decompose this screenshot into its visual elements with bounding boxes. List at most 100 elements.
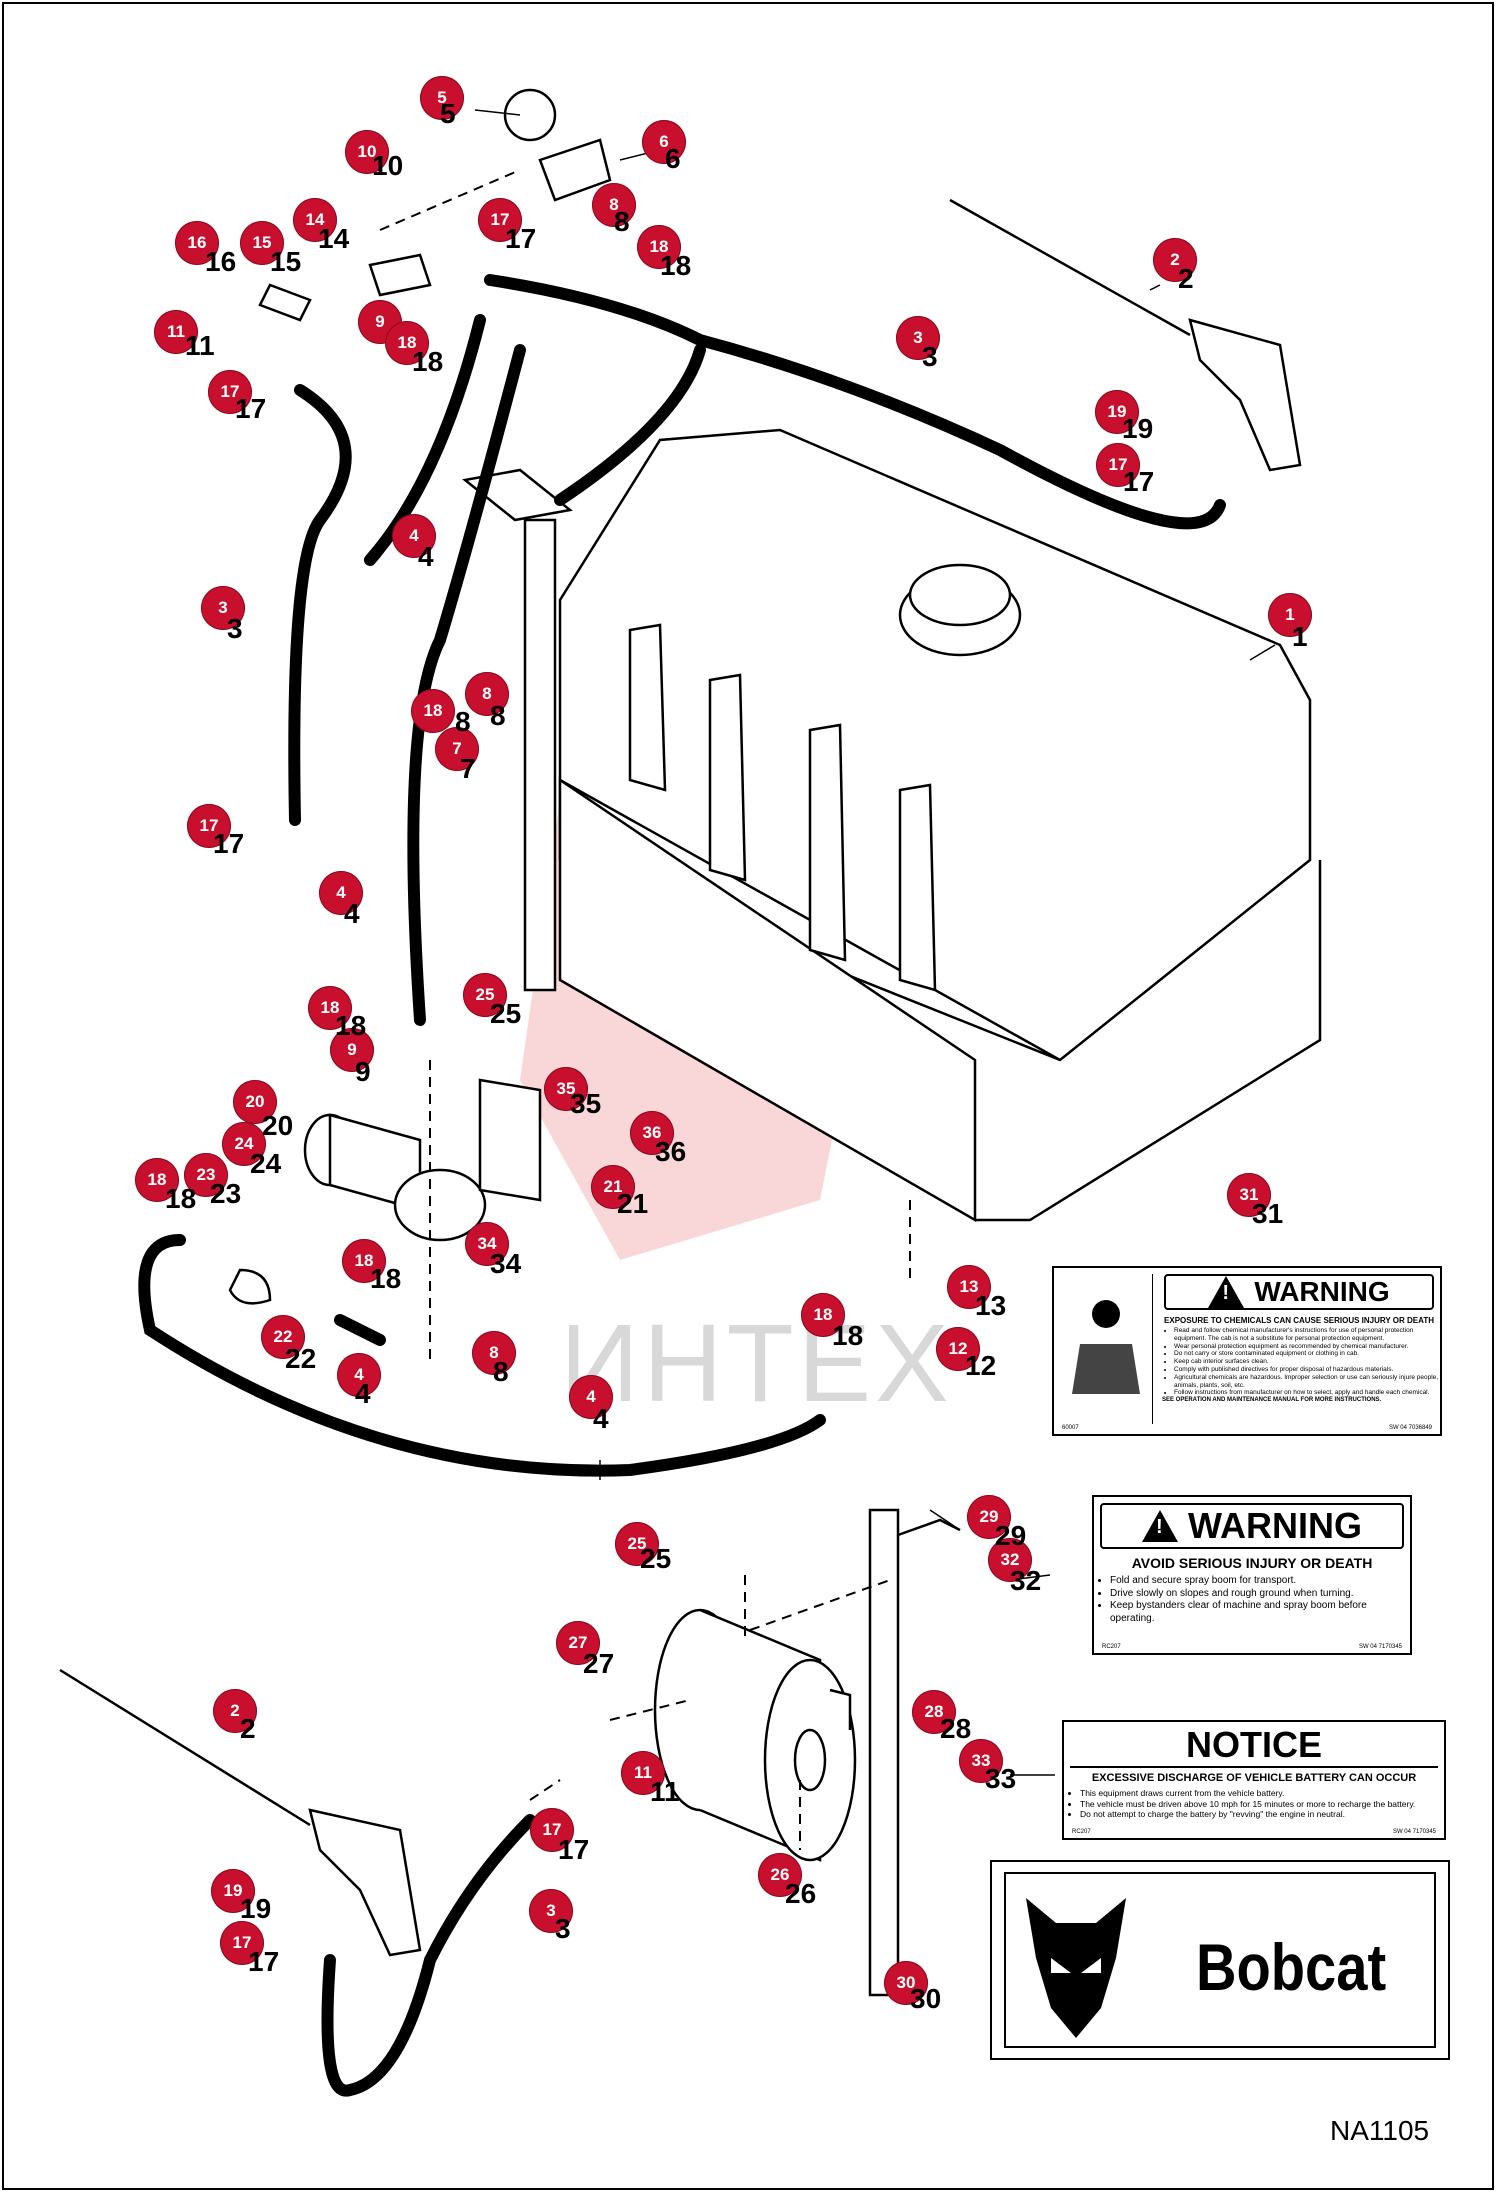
callout-17[interactable]: 17 bbox=[478, 198, 522, 242]
callout-3[interactable]: 3 bbox=[896, 316, 940, 360]
callout-17[interactable]: 17 bbox=[530, 1808, 574, 1852]
decal-32-header-box: WARNING bbox=[1100, 1503, 1404, 1549]
callout-4[interactable]: 4 bbox=[392, 514, 436, 558]
callout-25[interactable]: 25 bbox=[463, 973, 507, 1017]
callout-17[interactable]: 17 bbox=[1096, 443, 1140, 487]
callout-9[interactable]: 9 bbox=[330, 1028, 374, 1072]
callout-8[interactable]: 8 bbox=[472, 1331, 516, 1375]
callout-10[interactable]: 10 bbox=[345, 130, 389, 174]
decal-33-battery-notice: NOTICE EXCESSIVE DISCHARGE OF VEHICLE BA… bbox=[1062, 1720, 1446, 1840]
callout-21[interactable]: 21 bbox=[591, 1165, 635, 1209]
part-number-17: 17 bbox=[235, 393, 267, 424]
hose-reel bbox=[653, 1608, 857, 1862]
callout-17[interactable]: 17 bbox=[187, 804, 231, 848]
decal-30-bobcat-logo: Bobcat bbox=[990, 1860, 1450, 2060]
part-number-18: 18 bbox=[412, 346, 444, 377]
decal-32-item: Keep bystanders clear of machine and spr… bbox=[1110, 1600, 1410, 1625]
callout-3[interactable]: 3 bbox=[529, 1889, 573, 1933]
part-number-6: 6 bbox=[665, 143, 681, 174]
callout-15[interactable]: 15 bbox=[240, 221, 284, 265]
callout-4[interactable]: 4 bbox=[569, 1375, 613, 1419]
callout-2[interactable]: 2 bbox=[1153, 238, 1197, 282]
part-number-19: 19 bbox=[1122, 413, 1154, 444]
callout-5[interactable]: 5 bbox=[420, 76, 464, 120]
callout-32[interactable]: 32 bbox=[988, 1538, 1032, 1582]
callout-28[interactable]: 28 bbox=[912, 1690, 956, 1734]
callout-18[interactable]: 18 bbox=[801, 1293, 845, 1337]
callout-3[interactable]: 3 bbox=[201, 586, 245, 630]
callout-4[interactable]: 4 bbox=[337, 1353, 381, 1397]
callout-16[interactable]: 16 bbox=[175, 221, 219, 265]
callout-35[interactable]: 35 bbox=[544, 1067, 588, 1111]
callout-17[interactable]: 17 bbox=[208, 370, 252, 414]
part-number-4: 4 bbox=[418, 541, 434, 572]
callout-8[interactable]: 8 bbox=[592, 183, 636, 227]
part-number-32: 32 bbox=[1010, 1565, 1042, 1596]
callout-18[interactable]: 18 bbox=[342, 1239, 386, 1283]
callout-33[interactable]: 33 bbox=[959, 1739, 1003, 1783]
part-number-2: 2 bbox=[1178, 263, 1194, 294]
callout-4[interactable]: 4 bbox=[319, 871, 363, 915]
decal-30-brand: Bobcat bbox=[1196, 1930, 1387, 2004]
decal-31-item: Wear personal protection equipment as re… bbox=[1174, 1343, 1440, 1351]
decal-31-chemical-warning: WARNING EXPOSURE TO CHEMICALS CAN CAUSE … bbox=[1052, 1266, 1442, 1436]
decal-32-code-right: SW 04 7170345 bbox=[1358, 1644, 1402, 1650]
hoses bbox=[138, 274, 1226, 2097]
callout-18[interactable]: 18 bbox=[308, 986, 352, 1030]
callout-24[interactable]: 24 bbox=[222, 1122, 266, 1166]
decal-31-item: Read and follow chemical manufacturer's … bbox=[1174, 1327, 1440, 1343]
callout-22[interactable]: 22 bbox=[261, 1315, 305, 1359]
callout-19[interactable]: 19 bbox=[211, 1869, 255, 1913]
callout-2[interactable]: 2 bbox=[213, 1689, 257, 1733]
reel-post bbox=[868, 1508, 961, 1997]
part-number-21: 21 bbox=[617, 1188, 649, 1219]
decal-31-item: Agricultural chemicals are hazardous. Im… bbox=[1174, 1374, 1440, 1390]
callout-18[interactable]: 18 bbox=[135, 1158, 179, 1202]
callout-26[interactable]: 26 bbox=[758, 1853, 802, 1897]
callout-27[interactable]: 27 bbox=[556, 1621, 600, 1665]
decal-33-code-right: SW 04 7170345 bbox=[1392, 1829, 1436, 1835]
part-number-7: 7 bbox=[460, 753, 476, 784]
decal-31-item: Comply with published directives for pro… bbox=[1174, 1366, 1440, 1374]
callout-29[interactable]: 29 bbox=[967, 1495, 1011, 1539]
callout-12[interactable]: 12 bbox=[936, 1327, 980, 1371]
callout-30[interactable]: 30 bbox=[884, 1961, 928, 2005]
part-number-22: 22 bbox=[285, 1343, 317, 1374]
callout-36[interactable]: 36 bbox=[630, 1111, 674, 1155]
callout-18[interactable]: 18 bbox=[411, 689, 455, 733]
callout-7[interactable]: 7 bbox=[435, 727, 479, 771]
watermark-text: ИНТЕХ bbox=[560, 1302, 953, 1425]
callout-20[interactable]: 20 bbox=[233, 1080, 277, 1124]
callout-13[interactable]: 13 bbox=[947, 1265, 991, 1309]
callout-11[interactable]: 11 bbox=[621, 1751, 665, 1795]
callout-25[interactable]: 25 bbox=[615, 1522, 659, 1566]
callout-23[interactable]: 23 bbox=[184, 1153, 228, 1197]
decal-32-header: WARNING bbox=[1188, 1505, 1362, 1546]
callout-11[interactable]: 11 bbox=[154, 310, 198, 354]
callout-8[interactable]: 8 bbox=[465, 672, 509, 716]
decal-33-header: NOTICE bbox=[1070, 1724, 1438, 1768]
callout-18[interactable]: 18 bbox=[637, 225, 681, 269]
part-number-11: 11 bbox=[185, 330, 215, 361]
valve-cluster bbox=[258, 88, 612, 322]
part-number-2: 2 bbox=[240, 1713, 256, 1744]
decal-31-pictogram bbox=[1060, 1274, 1153, 1424]
callout-1[interactable]: 1 bbox=[1268, 593, 1312, 637]
part-number-15: 15 bbox=[270, 246, 302, 277]
callout-14[interactable]: 14 bbox=[293, 198, 337, 242]
part-number-27: 27 bbox=[583, 1648, 615, 1679]
callout-17[interactable]: 17 bbox=[220, 1921, 264, 1965]
part-number-9: 9 bbox=[355, 1056, 371, 1087]
callout-19[interactable]: 19 bbox=[1095, 390, 1139, 434]
part-number-29: 29 bbox=[995, 1520, 1027, 1551]
callout-34[interactable]: 34 bbox=[465, 1222, 509, 1266]
decal-31-item: Follow instructions from manufacturer on… bbox=[1174, 1389, 1440, 1397]
part-number-18: 18 bbox=[165, 1183, 197, 1214]
callout-31[interactable]: 31 bbox=[1227, 1173, 1271, 1217]
decal-32-item: Fold and secure spray boom for transport… bbox=[1110, 1575, 1410, 1588]
part-number-35: 35 bbox=[570, 1088, 602, 1119]
part-number-19: 19 bbox=[240, 1893, 272, 1924]
callout-18[interactable]: 18 bbox=[385, 321, 429, 365]
callout-6[interactable]: 6 bbox=[642, 120, 686, 164]
